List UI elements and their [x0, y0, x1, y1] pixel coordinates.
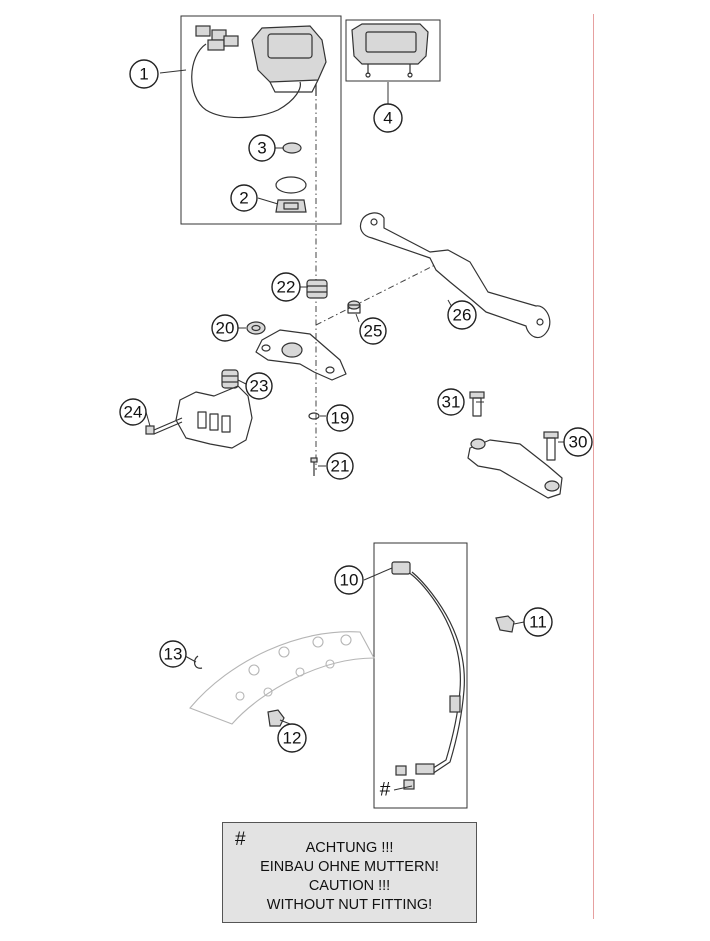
- warning-line-1: ACHTUNG !!!: [305, 840, 394, 856]
- callout-20: 20: [211, 314, 239, 342]
- leader-24: [145, 411, 151, 427]
- svg-text:19: 19: [331, 409, 350, 428]
- svg-text:30: 30: [569, 433, 588, 452]
- callout-23: 23: [245, 372, 273, 400]
- leader-12: [279, 719, 291, 725]
- bolt-long: [543, 431, 559, 461]
- warning-line-2: EINBAU OHNE MUTTERN!: [260, 859, 439, 875]
- warning-line-4: WITHOUT NUT FITTING!: [266, 897, 433, 913]
- svg-text:11: 11: [529, 613, 547, 632]
- screw: [310, 457, 318, 476]
- svg-text:2: 2: [239, 189, 248, 208]
- washer: [308, 412, 320, 420]
- leader-10: [363, 567, 393, 581]
- svg-text:12: 12: [283, 729, 302, 748]
- speedometer-unit: [191, 25, 327, 119]
- callout-1: 1: [129, 59, 159, 89]
- bracket-axis: [315, 264, 436, 326]
- callout-31: 31: [437, 388, 465, 416]
- brake-disc-outline: [189, 631, 375, 725]
- leader-23: [237, 379, 247, 385]
- svg-text:13: 13: [164, 645, 183, 664]
- warning-box: # ACHTUNG !!! EINBAU OHNE MUTTERN! CAUTI…: [222, 822, 477, 923]
- callout-12: 12: [277, 723, 307, 753]
- leader-11: [513, 621, 525, 625]
- callout-26: 26: [447, 300, 477, 330]
- svg-text:31: 31: [442, 393, 461, 412]
- callout-24: 24: [119, 398, 147, 426]
- alternate-holder: [467, 438, 563, 499]
- speed-sensor-group-frame: [373, 542, 468, 809]
- leader-2: [257, 197, 279, 205]
- callout-3: 3: [248, 134, 276, 162]
- display-unit: [351, 23, 429, 78]
- svg-text:21: 21: [331, 457, 350, 476]
- sensor-nuts: [395, 765, 415, 790]
- circlip: [193, 655, 203, 669]
- speedometer-group-frame: [180, 15, 342, 225]
- leader-13: [184, 655, 197, 663]
- svg-text:3: 3: [257, 139, 266, 158]
- svg-text:25: 25: [364, 322, 383, 341]
- seal-and-button: [275, 176, 307, 213]
- mounting-bracket: [359, 212, 551, 339]
- svg-text:26: 26: [453, 306, 472, 325]
- callout-25: 25: [359, 317, 387, 345]
- rubber-bushing: [306, 279, 328, 299]
- callout-21: 21: [326, 452, 354, 480]
- speed-sensor: [391, 561, 465, 775]
- mounting-screw: [145, 417, 183, 435]
- display-group-frame: [345, 19, 441, 82]
- svg-text:1: 1: [139, 65, 148, 84]
- svg-text:20: 20: [216, 319, 235, 338]
- rubber-damper: [221, 369, 239, 389]
- disc-nut: [267, 709, 285, 727]
- leader-1: [159, 69, 187, 74]
- leader-hash: [393, 785, 413, 791]
- leader-25: [355, 313, 360, 323]
- callout-13: 13: [159, 640, 187, 668]
- callout-30: 30: [563, 427, 593, 457]
- callout-2: 2: [230, 184, 258, 212]
- warning-line-3: CAUTION !!!: [308, 878, 391, 894]
- svg-text:10: 10: [340, 571, 359, 590]
- callout-22: 22: [271, 272, 301, 302]
- page-edge-line: [593, 14, 594, 919]
- speedometer-holder: [255, 329, 347, 381]
- bushing: [246, 321, 266, 335]
- svg-text:4: 4: [383, 109, 392, 128]
- callout-10: 10: [334, 565, 364, 595]
- cable-clip: [495, 615, 515, 633]
- svg-text:22: 22: [277, 278, 296, 297]
- nut-marker: #: [380, 780, 391, 801]
- bolt-short: [469, 391, 485, 417]
- spacer-sleeve: [347, 300, 361, 314]
- button-cap: [282, 142, 302, 154]
- callout-11: 11: [523, 607, 553, 637]
- svg-text:23: 23: [250, 377, 269, 396]
- mounting-plate: [175, 385, 253, 449]
- callout-4: 4: [373, 103, 403, 133]
- svg-text:24: 24: [124, 403, 143, 422]
- warning-marker: #: [235, 829, 246, 850]
- callout-19: 19: [326, 404, 354, 432]
